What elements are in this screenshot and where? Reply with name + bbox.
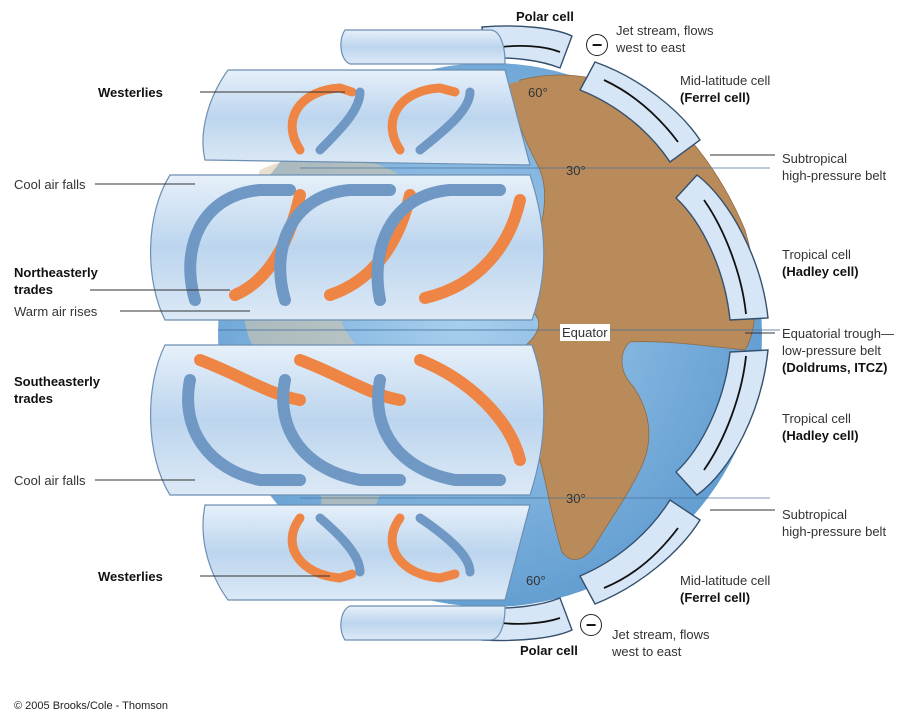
equatorial-line-2: low-pressure belt [782, 343, 881, 358]
ferrel-bottom-text: (Ferrel cell) [680, 590, 751, 605]
northeasterly-trades-label: Northeasterly trades [14, 264, 98, 298]
subtropical-bottom-line-1: Subtropical [782, 507, 848, 522]
ferrel-cell-bottom-right [579, 499, 701, 605]
jet-stream-bottom-line-1: Jet stream, flows [612, 627, 710, 642]
southeasterly-trades-label: Southeasterly trades [14, 373, 100, 407]
tropical-bottom-text: Tropical cell [782, 411, 851, 426]
hadley-cell-bottom-right [675, 349, 769, 496]
equator-label: Equator [560, 324, 610, 341]
subtropical-top-line-2: high-pressure belt [782, 168, 887, 183]
jet-stream-top-line-2: west to east [616, 40, 686, 55]
warm-air-rises-label: Warm air rises [14, 304, 98, 319]
northeasterly-line-1: Northeasterly [14, 265, 98, 280]
cool-air-falls-bottom-label: Cool air falls [14, 473, 86, 488]
jet-stream-top-line-1: Jet stream, flows [616, 23, 714, 38]
polar-cell-top-label: Polar cell [516, 9, 574, 24]
mid-latitude-top-text: Mid-latitude cell [680, 73, 771, 88]
cool-air-falls-top-label: Cool air falls [14, 177, 86, 192]
minus-icon-bottom: − [580, 614, 602, 636]
polar-tube-north [340, 29, 506, 65]
southern-tubes [149, 344, 545, 641]
latitude-60-top-label: 60° [528, 85, 548, 100]
ferrel-top-text: (Ferrel cell) [680, 90, 751, 105]
latitude-60-bottom-label: 60° [526, 573, 546, 588]
latitude-30-top-label: 30° [566, 163, 586, 178]
polar-tube-south [340, 605, 506, 641]
hadley-cell-top-right [675, 174, 769, 321]
subtropical-top-label: Subtropical high-pressure belt [782, 150, 886, 184]
westerlies-bottom-label: Westerlies [98, 569, 163, 584]
ferrel-cell-top-right [579, 61, 701, 163]
copyright-text: © 2005 Brooks/Cole - Thomson [14, 700, 169, 712]
subtropical-top-line-1: Subtropical [782, 151, 848, 166]
subtropical-bottom-line-2: high-pressure belt [782, 524, 887, 539]
northeasterly-line-2: trades [14, 282, 54, 297]
hadley-bottom-text: (Hadley cell) [782, 428, 859, 443]
flow-arrows [182, 83, 526, 583]
tropical-top-text: Tropical cell [782, 247, 851, 262]
latitude-30-bottom-label: 30° [566, 491, 586, 506]
right-cell-arrows [492, 45, 747, 625]
tropical-top-label: Tropical cell (Hadley cell) [782, 246, 859, 280]
jet-stream-bottom-label: Jet stream, flows west to east [612, 626, 710, 660]
jet-stream-bottom-line-2: west to east [612, 644, 682, 659]
southeasterly-line-1: Southeasterly [14, 374, 100, 389]
equatorial-label: Equatorial trough— low-pressure belt (Do… [782, 325, 894, 376]
southeasterly-line-2: trades [14, 391, 54, 406]
minus-icon: − [586, 34, 608, 56]
ferrel-tube-south [202, 504, 531, 601]
mid-latitude-top-label: Mid-latitude cell (Ferrel cell) [680, 72, 770, 106]
hadley-tube-north [149, 174, 545, 321]
ferrel-tube-north [202, 69, 531, 166]
polar-cell-bottom-label: Polar cell [520, 643, 578, 658]
mid-latitude-bottom-text: Mid-latitude cell [680, 573, 771, 588]
leader-lines [90, 91, 775, 577]
hadley-top-text: (Hadley cell) [782, 264, 859, 279]
subtropical-bottom-label: Subtropical high-pressure belt [782, 506, 886, 540]
mid-latitude-bottom-label: Mid-latitude cell (Ferrel cell) [680, 572, 770, 606]
tropical-bottom-label: Tropical cell (Hadley cell) [782, 410, 859, 444]
westerlies-top-label: Westerlies [98, 85, 163, 100]
northern-tubes [149, 29, 545, 321]
equatorial-line-1: Equatorial trough— [782, 326, 895, 341]
doldrums-text: (Doldrums, ITCZ) [782, 360, 888, 375]
jet-stream-top-label: Jet stream, flows west to east [616, 22, 714, 56]
